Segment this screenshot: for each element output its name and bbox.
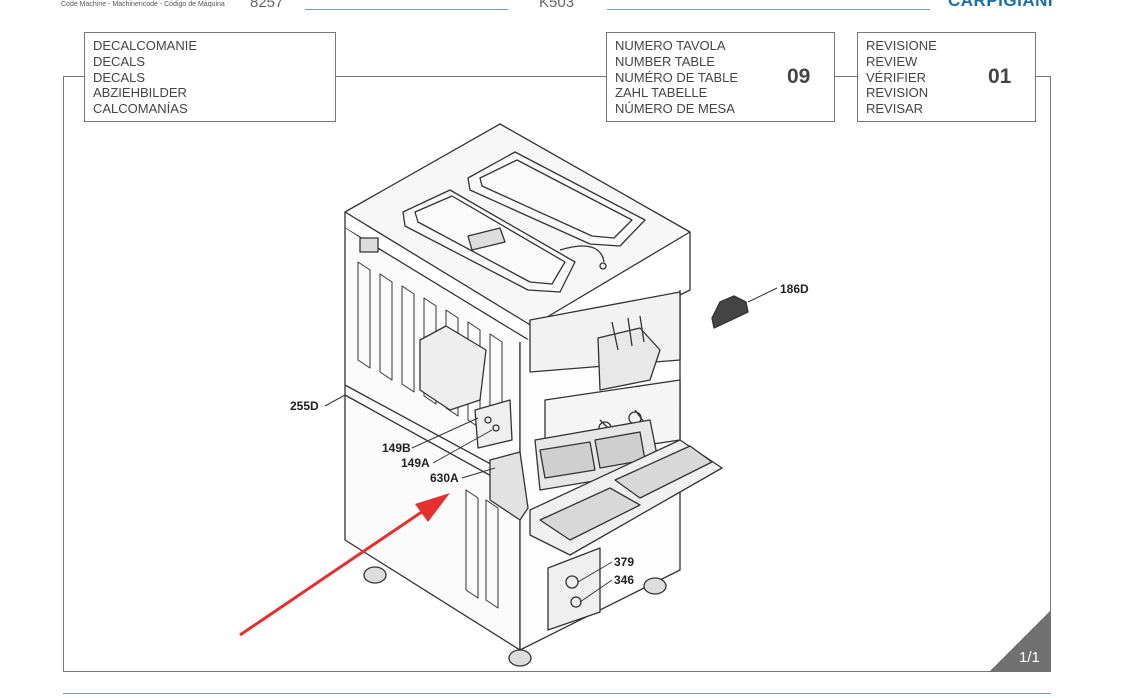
table-number-box: NUMERO TAVOLA NUMBER TABLE NUMÉRO DE TAB…	[606, 32, 835, 122]
revision-label-es: REVISAR	[866, 101, 924, 117]
header-rule-right	[607, 9, 930, 10]
revision-label-de: REVISION	[866, 85, 929, 101]
callout-630a: 630A	[430, 471, 459, 485]
table-label-it: NUMERO TAVOLA	[615, 38, 726, 53]
section-title-fr: DECALS	[93, 69, 146, 85]
section-title-en: DECALS	[93, 53, 146, 69]
table-label-fr: NUMÉRO DE TABLE	[615, 69, 739, 85]
callout-255d: 255D	[290, 399, 319, 413]
table-number-value: 09	[787, 65, 811, 88]
model-code: K503	[539, 0, 575, 11]
callout-149b: 149B	[382, 441, 411, 455]
machine-code-value: 8257	[250, 0, 284, 11]
folded-corner-icon	[989, 610, 1051, 672]
section-title-es: CALCOMANÍAS	[93, 101, 188, 117]
header-rule-left	[305, 9, 508, 10]
revision-box: REVISIONE REVIEW VÉRIFIER REVISION REVIS…	[857, 32, 1036, 122]
table-label-en: NUMBER TABLE	[615, 53, 715, 69]
revision-label-en: REVIEW	[866, 53, 918, 69]
callout-346: 346	[614, 573, 635, 587]
table-label-de: ZAHL TABELLE	[615, 85, 708, 101]
footer-rule	[63, 693, 1051, 694]
revision-value: 01	[988, 65, 1012, 88]
table-label-es: NÚMERO DE MESA	[615, 101, 735, 117]
section-title-de: ABZIEHBILDER	[93, 85, 187, 101]
callout-149a: 149A	[401, 456, 430, 470]
brand-logo: CARPIGIANI	[948, 0, 1054, 10]
red-arrow-icon	[239, 493, 450, 637]
callout-186d: 186D	[780, 282, 809, 296]
revision-label-fr: VÉRIFIER	[866, 69, 926, 85]
page-indicator: 1/1	[1019, 649, 1040, 666]
machine-code-label: Code Machine - Machinencode - Código de …	[61, 1, 225, 8]
revision-label-it: REVISIONE	[866, 38, 937, 53]
drawing-frame	[63, 76, 1051, 672]
callout-379: 379	[614, 555, 635, 569]
section-title-it: DECALCOMANIE	[93, 38, 198, 53]
section-title-box: DECALCOMANIE DECALS DECALS ABZIEHBILDER …	[84, 32, 336, 122]
